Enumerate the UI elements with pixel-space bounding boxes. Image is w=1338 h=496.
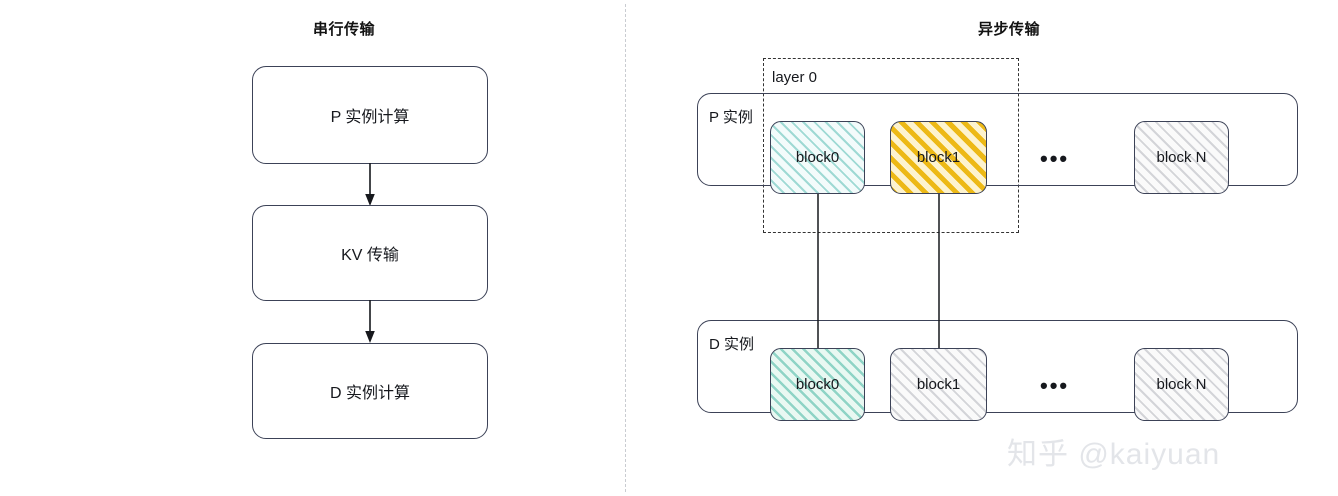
flow-box-kv-transfer-label: KV 传输 bbox=[341, 247, 399, 264]
flow-box-p-compute-label: P 实例计算 bbox=[330, 109, 410, 126]
layer0-dashed-region bbox=[763, 58, 1019, 233]
arrow-p-to-kv bbox=[365, 163, 375, 206]
flow-box-kv-transfer: KV 传输 bbox=[252, 205, 488, 301]
flow-box-d-compute: D 实例计算 bbox=[252, 343, 488, 439]
p-instance-block0: block0 bbox=[770, 121, 865, 194]
p-instance-block-n-label: block N bbox=[1156, 149, 1207, 166]
instance-row-d bbox=[697, 320, 1298, 413]
watermark: 知乎 @kaiyuan bbox=[1007, 438, 1221, 471]
d-instance-ellipsis: ••• bbox=[1040, 373, 1070, 398]
serial-panel-title: 串行传输 bbox=[313, 21, 376, 38]
d-instance-block-n: block N bbox=[1134, 348, 1229, 421]
layer0-label: layer 0 bbox=[772, 69, 818, 86]
flow-box-d-compute-label: D 实例计算 bbox=[329, 385, 410, 402]
d-instance-block1-label: block1 bbox=[916, 376, 961, 393]
arrow-kv-to-d bbox=[365, 300, 375, 343]
p-instance-block-n: block N bbox=[1134, 121, 1229, 194]
p-instance-block0-label: block0 bbox=[795, 149, 840, 166]
instance-row-p bbox=[697, 93, 1298, 186]
instance-label-d: D 实例 bbox=[709, 336, 755, 353]
d-instance-block0-label: block0 bbox=[795, 376, 840, 393]
instance-label-p: P 实例 bbox=[709, 109, 753, 126]
p-instance-block1: block1 bbox=[890, 121, 987, 194]
panel-divider bbox=[625, 4, 626, 492]
flow-box-p-compute: P 实例计算 bbox=[252, 66, 488, 164]
d-instance-block-n-label: block N bbox=[1156, 376, 1207, 393]
d-instance-block0: block0 bbox=[770, 348, 865, 421]
p-instance-block1-label: block1 bbox=[916, 149, 961, 166]
p-instance-ellipsis: ••• bbox=[1040, 146, 1070, 171]
async-panel-title: 异步传输 bbox=[978, 21, 1041, 38]
d-instance-block1: block1 bbox=[890, 348, 987, 421]
